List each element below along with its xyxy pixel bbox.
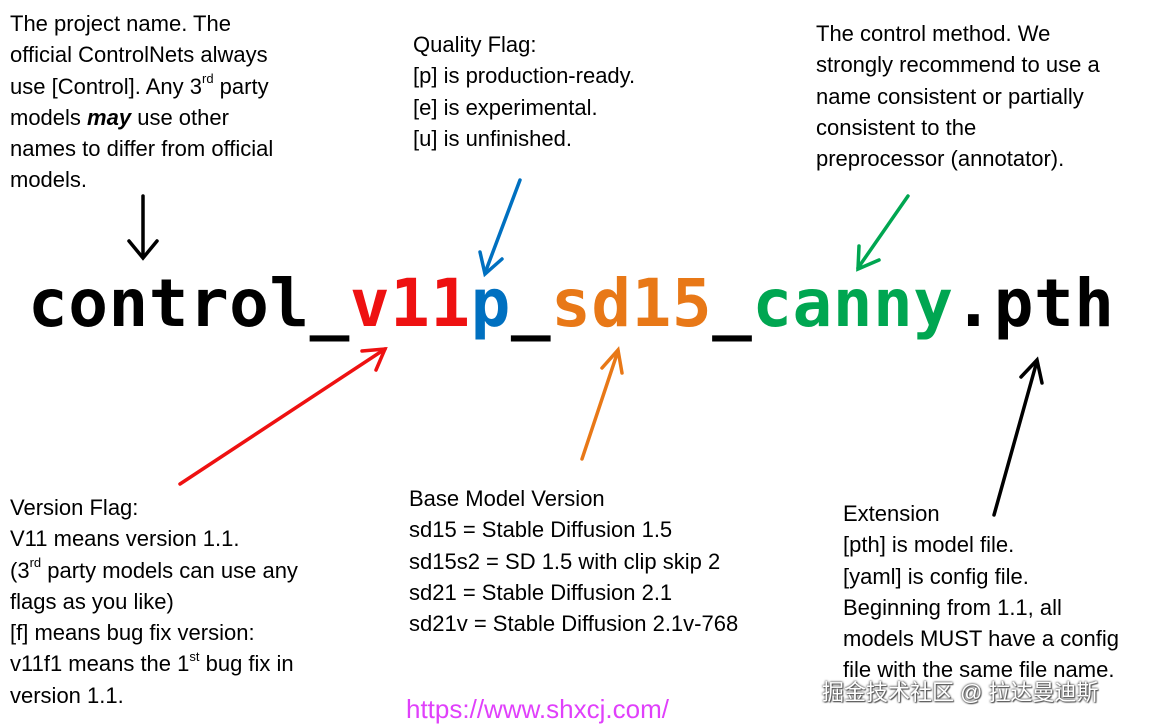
filename-separator-1: _ [510,265,552,342]
base-note-line-1: Base Model Version [409,486,605,511]
version-arrow [178,347,388,486]
filename-base-model-part: sd15 [551,265,713,342]
project-note-line-6: models. [10,167,88,193]
filename-separator-2: _ [712,265,753,342]
project-note-line-3-text: use [Control]. Any 3 [10,73,202,99]
version-note-line-6-text: v11f1 means the 1 [10,651,190,677]
base-model-arrow [580,346,624,461]
extension-note-line-2: [pth] is model file. [843,532,1015,558]
quality-note-line-4: [u] is unfinished. [413,125,572,151]
control-method-note: The control method. We strongly recommen… [816,18,1100,174]
version-note-line-7: version 1.1. [10,682,124,708]
project-name-note: The project name. The official ControlNe… [10,8,273,196]
base-model-note: Base Model Version sd15 = Stable Diffusi… [409,483,738,639]
quality-note-line-2: [p] is production-ready. [413,63,636,89]
quality-note-line-1: Quality Flag: [413,32,537,57]
extension-note-line-3: [yaml] is config file. [843,563,1029,589]
source-url-link[interactable]: https://www.shxcj.com/ [406,694,669,724]
project-note-line-4: models may use other [10,102,273,133]
version-note-line-3: (3rd party models can use any [10,555,298,586]
extension-note-line-5: models MUST have a config [843,626,1119,652]
extension-note: Extension [pth] is model file. [yaml] is… [843,498,1119,686]
control-note-line-3: name consistent or partially [816,83,1084,109]
control-note-line-4: consistent to the [816,114,977,140]
version-note-line-5: [f] means bug fix version: [10,620,255,646]
extension-note-line-4: Beginning from 1.1, all [843,594,1062,620]
project-note-line-4-text: models [10,104,88,130]
extension-note-line-6: file with the same file name. [843,657,1115,683]
project-note-line-3-tail: party [213,73,269,99]
version-note-superscript-rd: rd [29,555,42,571]
version-flag-note: Version Flag: V11 means version 1.1. (3r… [10,492,298,711]
filename-project-part: control_ [28,265,350,342]
project-note-line-2: official ControlNets always [10,42,268,68]
model-filename: control_v11p_sd15_canny.pth [28,266,1114,342]
filename-extension-part: .pth [953,265,1115,342]
base-note-line-5: sd21v = Stable Diffusion 2.1v-768 [409,611,739,637]
base-note-line-2: sd15 = Stable Diffusion 1.5 [409,517,673,543]
version-note-superscript-st: st [189,649,200,665]
version-note-line-2: V11 means version 1.1. [10,526,240,552]
version-note-line-1: Version Flag: [10,495,139,520]
filename-control-part: canny [752,265,954,342]
version-note-line-4: flags as you like) [10,588,174,614]
filename-version-part: v11 [349,265,471,342]
project-note-line-5: names to differ from official [10,136,274,162]
base-note-line-3: sd15s2 = SD 1.5 with clip skip 2 [409,548,721,574]
version-note-line-6: v11f1 means the 1st bug fix in [10,648,298,679]
control-arrow [856,194,910,272]
version-note-line-6-tail: bug fix in [199,651,294,677]
project-note-emphasis: may [87,104,132,130]
version-note-line-3-text: (3 [10,557,30,583]
extension-note-line-1: Extension [843,501,940,526]
extension-arrow [992,356,1044,517]
control-note-line-1: The control method. We [816,21,1051,46]
filename-quality-part: p [470,265,511,342]
control-note-line-2: strongly recommend to use a [816,52,1100,78]
base-note-line-4: sd21 = Stable Diffusion 2.1 [409,579,673,605]
watermark-text: 掘金技术社区 @ 拉达曼迪斯 [822,680,1099,705]
project-note-superscript: rd [202,71,214,87]
version-note-line-3-tail: party models can use any [41,557,298,583]
quality-note-line-3: [e] is experimental. [413,94,598,120]
quality-flag-note: Quality Flag: [p] is production-ready. [… [413,29,635,154]
project-note-line-4-tail: use other [131,104,229,130]
project-arrow [127,194,159,261]
control-note-line-5: preprocessor (annotator). [816,146,1065,172]
project-note-line-1: The project name. The [10,11,231,36]
quality-arrow [478,178,522,278]
project-note-line-3: use [Control]. Any 3rd party [10,71,273,102]
